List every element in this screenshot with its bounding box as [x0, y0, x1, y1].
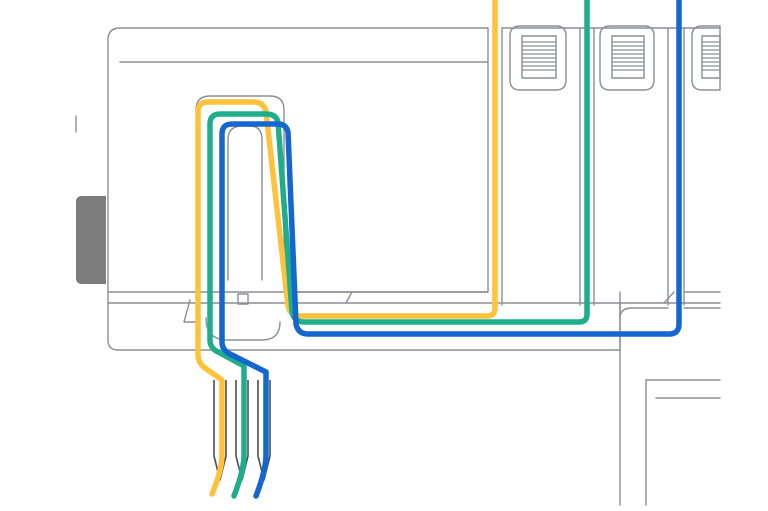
- tension-dial-1[interactable]: [509, 25, 567, 91]
- tension-dial-3[interactable]: [691, 25, 721, 91]
- machine-lower-bed: [107, 291, 621, 351]
- thread-yellow: [195, 0, 498, 497]
- tension-dials: [509, 25, 721, 91]
- thread-bar-inner: [227, 125, 263, 281]
- right-column-inner: [645, 379, 721, 506]
- tension-dial-2[interactable]: [599, 25, 655, 91]
- thread-bar-frame: [195, 95, 285, 293]
- thread-green: [207, 0, 590, 499]
- machine-top-housing: [107, 27, 489, 293]
- handwheel-knob: [76, 196, 106, 284]
- looper-guide-step: [345, 291, 353, 304]
- thread-guide-box: [237, 293, 249, 305]
- right-column-cap: [619, 307, 721, 319]
- needle-clamp: [205, 317, 281, 341]
- presser-foot: [183, 299, 197, 323]
- right-bed-step: [663, 291, 675, 304]
- thread-paths: [195, 0, 682, 499]
- thread-blue: [219, 0, 682, 499]
